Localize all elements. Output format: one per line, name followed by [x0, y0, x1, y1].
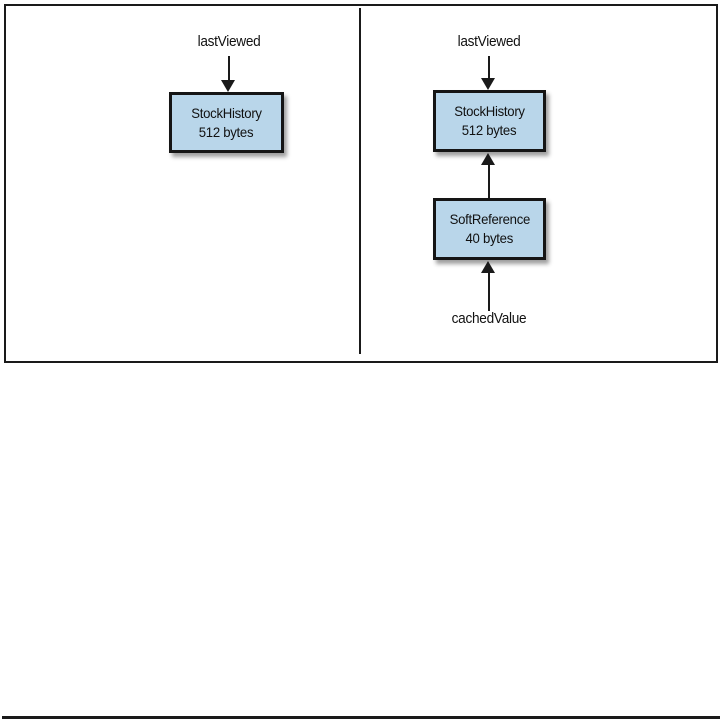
box-size: 512 bytes — [199, 123, 254, 140]
right-stock-history-box: StockHistory 512 bytes — [433, 90, 546, 152]
bottom-rule — [2, 716, 720, 719]
arrowhead-down-icon — [221, 80, 235, 92]
arrowhead-up-icon — [481, 153, 495, 165]
cached-value-arrow-shaft — [488, 271, 490, 311]
box-title: StockHistory — [191, 104, 262, 121]
box-size: 512 bytes — [462, 122, 517, 138]
box-size: 40 bytes — [465, 230, 514, 246]
box-title: StockHistory — [454, 103, 525, 119]
arrowhead-down-icon — [481, 78, 495, 90]
panel-divider — [359, 8, 361, 354]
right-pointer-label: lastViewed — [457, 34, 521, 50]
soft-ref-arrow-shaft — [488, 163, 490, 198]
figure-frame — [4, 4, 718, 363]
left-arrow-shaft — [228, 56, 230, 82]
left-stock-history-box: StockHistory 512 bytes — [169, 92, 284, 153]
box-title: SoftReference — [449, 211, 530, 227]
right-arrow-shaft — [488, 56, 490, 80]
left-pointer-label: lastViewed — [197, 34, 261, 50]
cached-value-label: cachedValue — [451, 311, 527, 327]
soft-reference-box: SoftReference 40 bytes — [433, 198, 546, 260]
arrowhead-up-icon — [481, 261, 495, 273]
